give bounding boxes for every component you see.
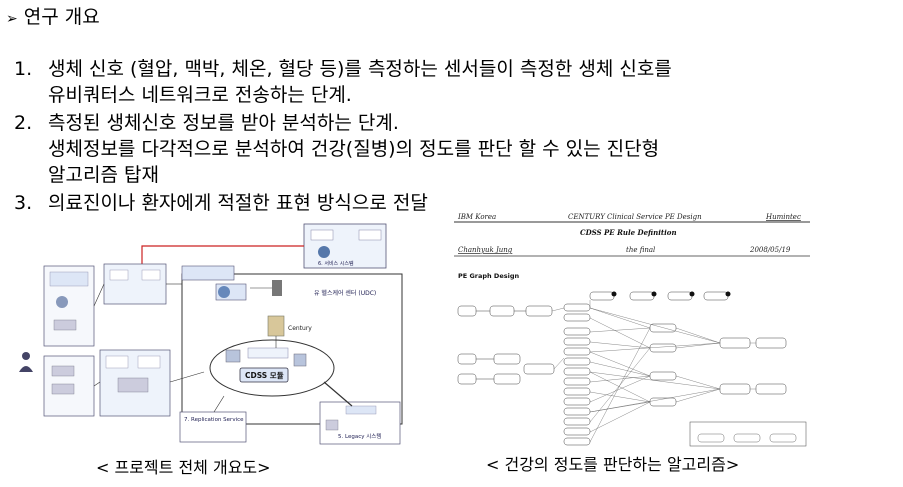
cdss-module-label: CDSS 모듈 <box>245 371 284 380</box>
item-line: 생체정보를 다각적으로 분석하여 건강(질병)의 정도를 판단 할 수 있는 진… <box>48 138 660 160</box>
list-item-3: 3. 의료진이나 환자에게 적절한 표현 방식으로 전달 <box>14 190 428 216</box>
figure-right-caption: < 건강의 정도를 판단하는 알고리즘> <box>486 455 740 474</box>
century-label: Century <box>288 325 312 332</box>
item-line: 알고리즘 탑재 <box>48 164 159 186</box>
rule-title: CDSS PE Rule Definition <box>580 228 677 237</box>
item-number: 3. <box>14 192 33 214</box>
arrow-bullet-icon: ➢ <box>6 11 18 27</box>
status: the final <box>626 246 655 254</box>
udc-label: 유 헬스케어 센터 (UDC) <box>314 289 376 297</box>
header-right: Humintec <box>765 213 801 221</box>
list-item-1: 1. 생체 신호 (혈압, 맥박, 체온, 혈당 등)를 측정하는 센서들이 측정… <box>14 56 672 108</box>
item-line: 유비쿼터스 네트워크로 전송하는 단계. <box>48 84 352 106</box>
algorithm-diagram: IBM Korea CENTURY Clinical Service PE De… <box>454 208 810 448</box>
item-line: 생체 신호 (혈압, 맥박, 체온, 혈당 등)를 측정하는 센서들이 측정한 … <box>48 58 672 80</box>
date: 2008/05/19 <box>749 246 791 254</box>
item-number: 1. <box>14 58 33 80</box>
header-left: IBM Korea <box>457 213 496 221</box>
list-item-2: 2. 측정된 생체신호 정보를 받아 분석하는 단계. 생체정보를 다각적으로 분… <box>14 110 659 188</box>
replication-label: 7. Replication Service <box>184 417 244 423</box>
item-line: 측정된 생체신호 정보를 받아 분석하는 단계. <box>48 112 399 134</box>
figure-left-caption: < 프로젝트 전체 개요도> <box>96 458 271 477</box>
service-system-label: 6. 서비스 시스템 <box>318 260 354 267</box>
item-number: 2. <box>14 112 33 134</box>
section-label: PE Graph Design <box>458 272 519 280</box>
item-line: 의료진이나 환자에게 적절한 표현 방식으로 전달 <box>48 192 428 214</box>
author: Chanhyuk Jung <box>458 246 513 254</box>
section-title: 연구 개요 <box>23 6 100 28</box>
project-overview-diagram: 유 헬스케어 센터 (UDC) 6. 서비스 시스템 <box>14 222 416 448</box>
legacy-label: 5. Legacy 시스템 <box>338 433 381 440</box>
section-heading: ➢ 연구 개요 <box>6 2 100 29</box>
header-center: CENTURY Clinical Service PE Design <box>568 213 702 221</box>
